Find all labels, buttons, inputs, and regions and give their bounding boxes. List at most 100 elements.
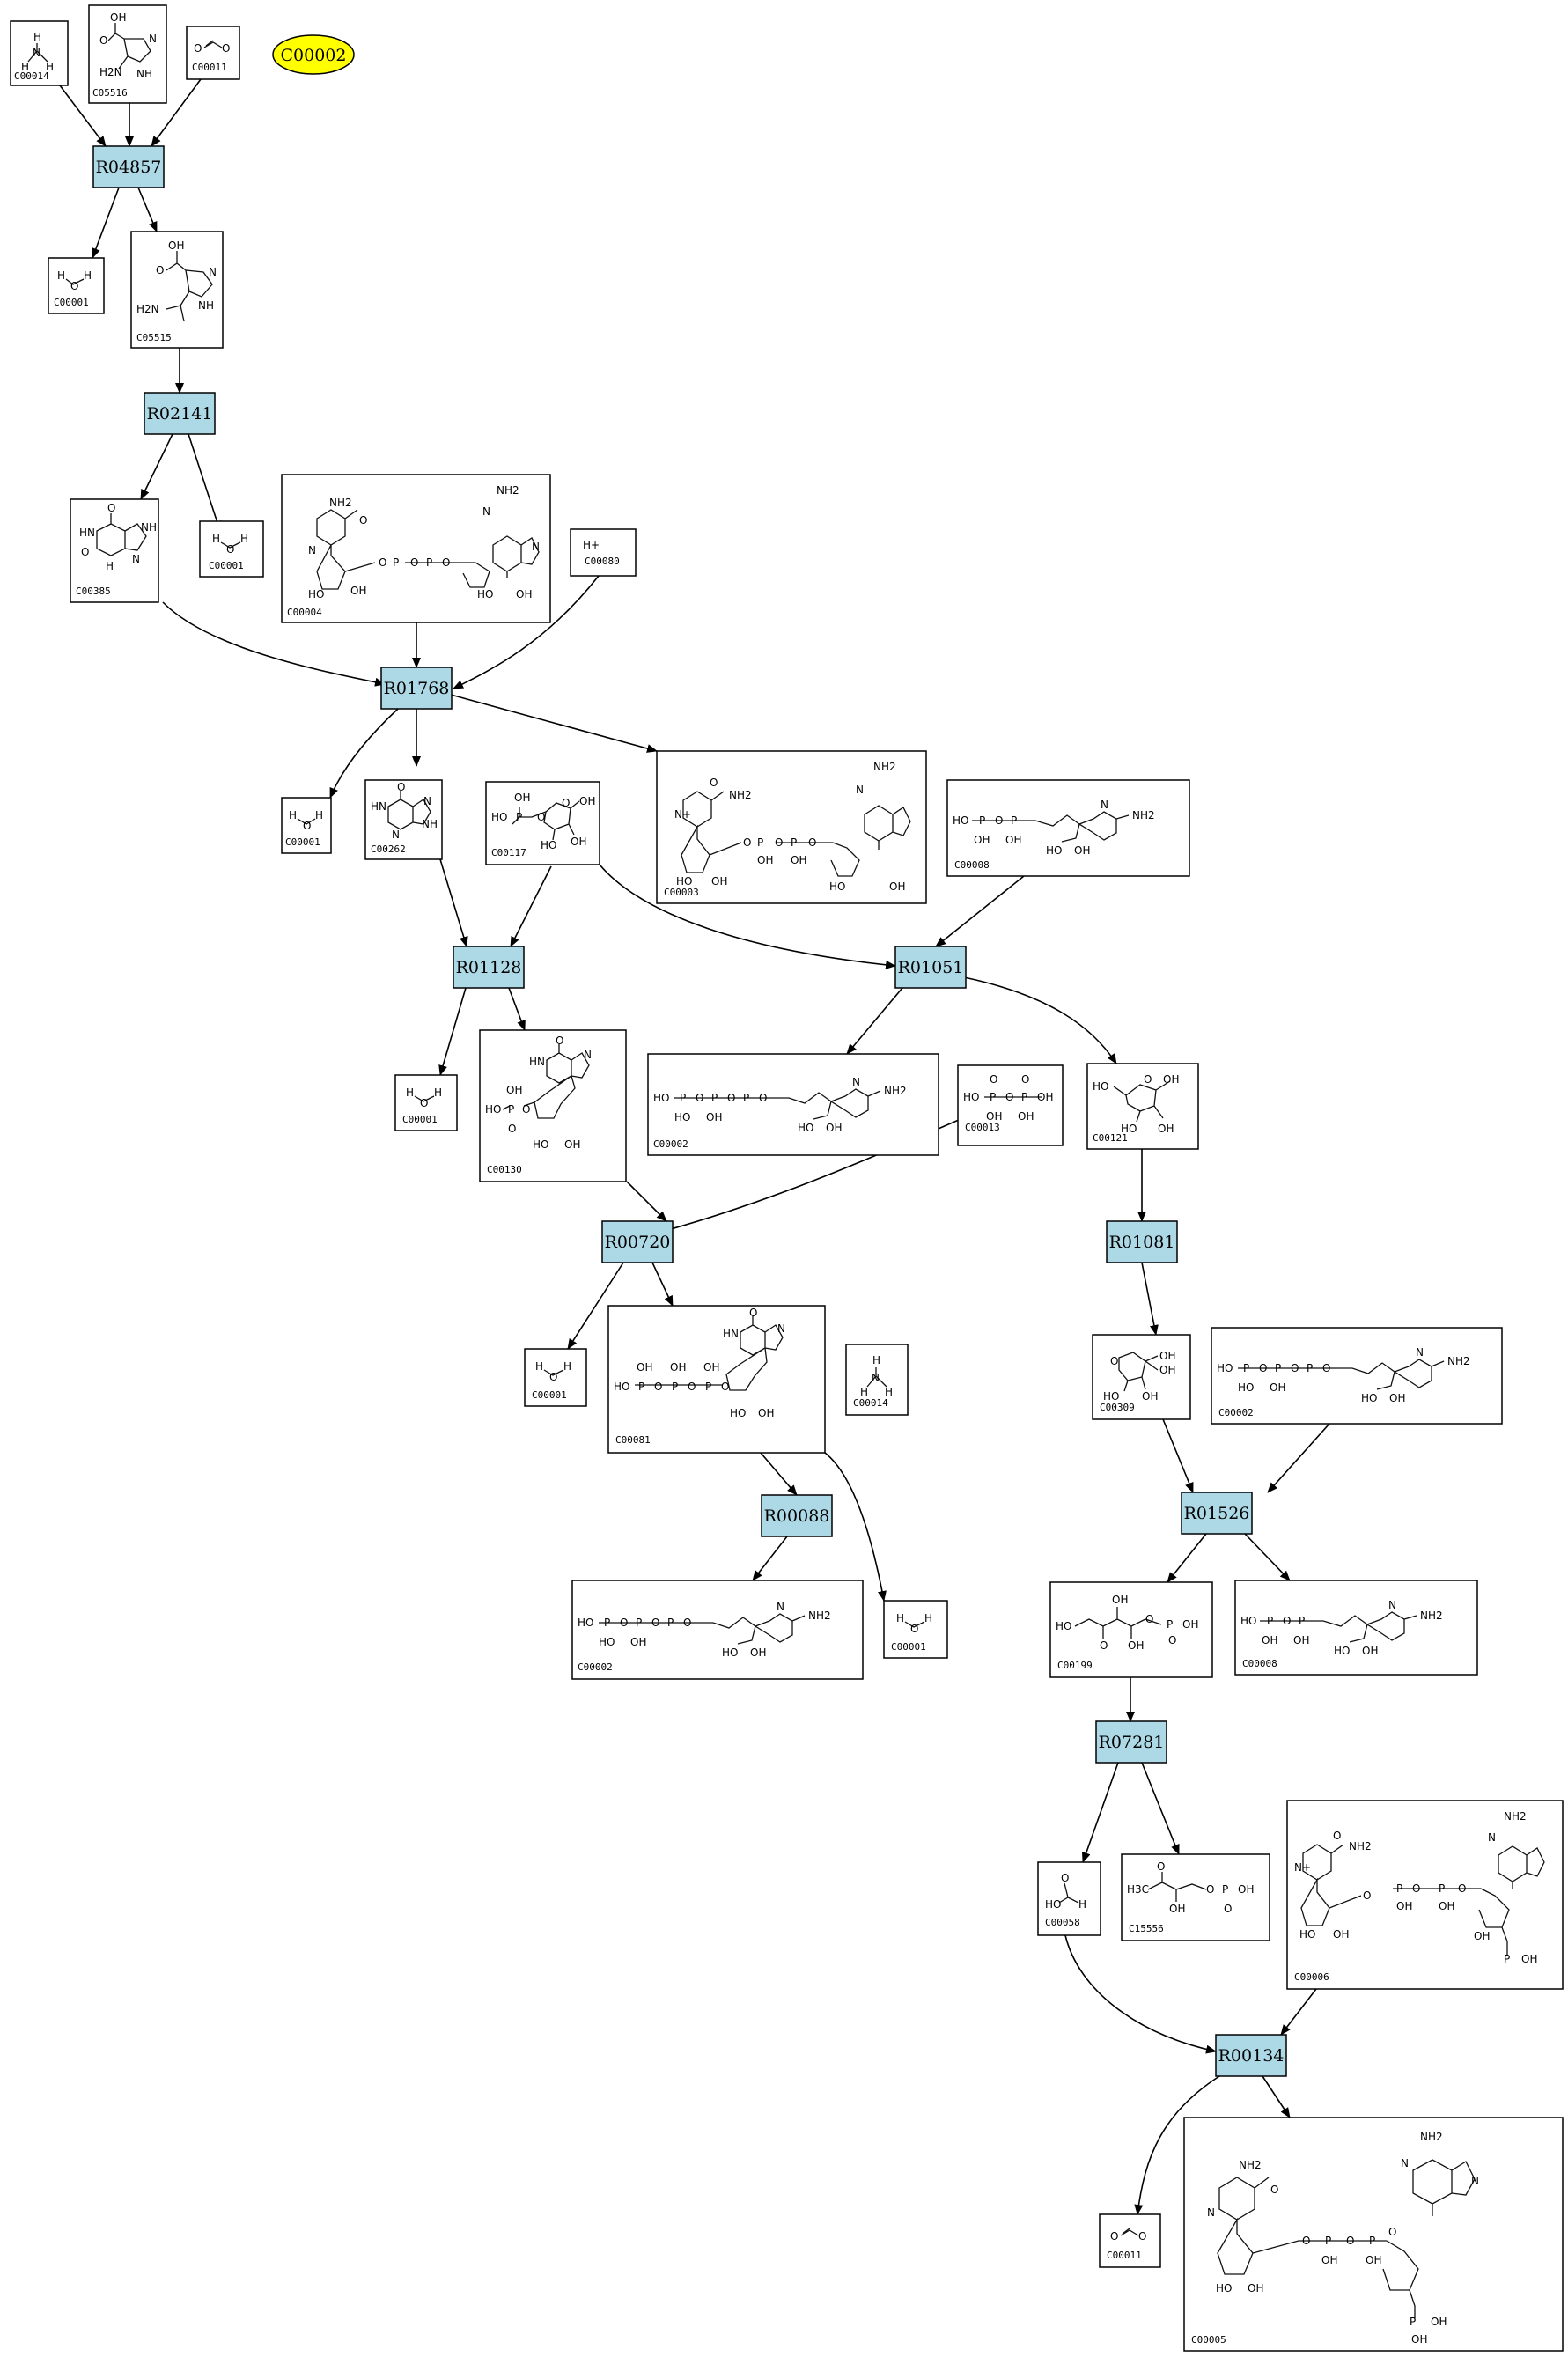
atom-label: OH [110, 11, 126, 24]
atom-label: HO [1103, 1390, 1119, 1403]
molecule-structure: OH O H2N O N NH [136, 239, 217, 322]
reaction-node[interactable]: R01526 [1181, 1492, 1253, 1535]
reaction-arrow [438, 987, 467, 1076]
atom-label: N [33, 47, 40, 59]
compound-node[interactable]: H O H C00001 [281, 797, 332, 854]
compound-node[interactable]: HO P O P O P O NH2 N HO OH HO OH C00002 [647, 1053, 939, 1156]
compound-node[interactable]: H O H C00001 [883, 1600, 948, 1659]
atom-label: OH [1128, 1639, 1144, 1652]
reaction-arrow [188, 433, 222, 532]
query-label: C00002 [281, 46, 347, 65]
atom-label: N [1416, 1346, 1424, 1359]
atom-label: OH [706, 1111, 722, 1123]
compound-node[interactable]: NH2 O N O P O P O NH2 N N HO OH OH OH O … [1183, 2117, 1564, 2352]
compound-node[interactable]: O HO H C00058 [1037, 1861, 1101, 1936]
atom-label: P [1504, 1953, 1510, 1965]
reaction-node[interactable]: R00088 [761, 1494, 833, 1537]
atom-label: O [303, 820, 311, 832]
compound-node[interactable]: HO P O P OH OH NH2 N HO OH C00008 [946, 779, 1190, 877]
atom-label: P [393, 556, 399, 569]
compound-node[interactable]: OH HO P O O OH HO OH C00117 [485, 781, 600, 865]
bond-lines [1113, 1080, 1171, 1123]
atom-label: HO [1093, 1080, 1108, 1093]
molecule-structure: NH2 O N O P O P O NH2 N N HO OH OH OH O … [1207, 2131, 1479, 2346]
reaction-node[interactable]: R01128 [453, 946, 525, 989]
bond-lines [203, 40, 223, 48]
atom-label: OH [1018, 1110, 1034, 1123]
reaction-arrow [453, 575, 600, 689]
compound-node[interactable]: HO P O P OH OH NH2 N HO OH C00008 [1234, 1580, 1478, 1676]
compound-node[interactable]: O H3C O OH P OH O C15556 [1121, 1853, 1270, 1941]
atom-label: OH [630, 1636, 646, 1648]
atom-label: P [705, 1381, 711, 1393]
atom-label: O [70, 280, 78, 292]
compound-node[interactable]: H+ C00080 [570, 528, 637, 577]
atom-label: P [1325, 2235, 1331, 2247]
compound-node[interactable]: H O H C00001 [524, 1348, 587, 1407]
compound-node[interactable]: O HN O NH N H C00385 [70, 498, 159, 603]
compound-node[interactable]: NH2 O N O P O P O NH2 N N HO OH HO OH C0… [281, 474, 551, 623]
atom-label: O [442, 556, 450, 569]
molecule-structure: O C O [194, 40, 230, 55]
compound-node[interactable]: H O H C00001 [394, 1074, 458, 1131]
reaction-node[interactable]: R07281 [1095, 1720, 1167, 1764]
compound-node[interactable]: H N H H C00014 [10, 20, 69, 86]
compound-node[interactable]: H O H C00001 [199, 520, 264, 578]
compound-node[interactable]: H N H H C00014 [845, 1344, 909, 1416]
atom-label: H [924, 1612, 932, 1624]
atom-label: NH2 [808, 1609, 831, 1622]
atom-label: O [1157, 1860, 1165, 1873]
atom-label: H [1078, 1898, 1086, 1911]
atom-label: OH [1182, 1618, 1198, 1631]
compound-node[interactable]: O NH2 N+ O P O P O NH2 N HO OH OH OH OH … [1286, 1800, 1564, 1990]
compound-node[interactable]: O C O C00011 [186, 26, 240, 80]
reaction-node[interactable]: R04857 [92, 145, 165, 188]
compound-id: C00006 [1294, 1971, 1329, 1983]
atom-label: O [1138, 2230, 1146, 2243]
molecule-structure: OH HO O HO OH [1093, 1073, 1179, 1135]
compound-node[interactable]: OH O HO O OH P OH O C00199 [1049, 1581, 1213, 1678]
query-compound[interactable]: C00002 [272, 34, 355, 75]
molecule-structure: O C O [1110, 2228, 1146, 2243]
compound-node[interactable]: O HN N OH OH OH HO P O P O P O HO OH C00… [607, 1305, 826, 1454]
atom-label: O [743, 836, 751, 849]
atom-label: O [81, 546, 89, 558]
atom-label: O [1291, 1362, 1299, 1374]
reaction-node[interactable]: R01768 [380, 667, 453, 710]
atom-label: O [1110, 1355, 1118, 1367]
atom-label: N [308, 544, 316, 556]
compound-node[interactable]: HO P O P O P O NH2 N HO OH HO OH C00002 [1211, 1327, 1503, 1425]
compound-node[interactable]: O O HO P O P OH OH OH C00013 [957, 1064, 1064, 1146]
molecule-structure: O O HO P O P OH OH OH [963, 1073, 1053, 1123]
compound-node[interactable]: OH O H2N O N NH C05515 [130, 231, 224, 349]
reaction-node[interactable]: R01081 [1106, 1220, 1178, 1263]
atom-label: OH [1362, 1645, 1378, 1657]
reaction-arrow [1244, 1533, 1291, 1581]
compound-node[interactable]: H O H C00001 [48, 257, 105, 314]
atom-label: P [1021, 1091, 1027, 1103]
compound-node[interactable]: O HN N NH N C00262 [364, 779, 443, 860]
compound-id: C00001 [209, 560, 244, 571]
compound-node[interactable]: OH O NH H2N N C05516 [88, 4, 167, 104]
atom-label: HO [676, 875, 692, 888]
molecule-structure: H O H [406, 1086, 442, 1109]
compound-node[interactable]: O NH2 N+ O P O P O NH2 N HO OH OH OH HO … [656, 750, 927, 904]
reaction-id: R01051 [898, 958, 964, 977]
molecule-structure: H+ [583, 539, 600, 551]
reaction-arrow [140, 433, 173, 500]
atom-label: O [696, 1092, 703, 1104]
atom-label: OH [1521, 1953, 1537, 1965]
atom-label: N [1101, 799, 1108, 811]
compound-node[interactable]: O C O C00011 [1099, 2213, 1161, 2268]
compound-node[interactable]: HO P O P O P O NH2 N HO OH HO OH C00002 [571, 1580, 864, 1680]
reaction-node[interactable]: R00134 [1215, 2034, 1287, 2077]
compound-node[interactable]: O HN N OH HO P O O HO OH C00130 [479, 1029, 627, 1182]
atom-label: OH [1431, 2316, 1447, 2328]
reaction-node[interactable]: R01051 [894, 946, 967, 989]
atom-label: HO [963, 1091, 979, 1103]
reaction-node[interactable]: R02141 [144, 392, 216, 435]
compound-node[interactable]: OH HO O HO OH C00121 [1086, 1063, 1199, 1150]
atom-label: N [1471, 2175, 1479, 2187]
reaction-node[interactable]: R00720 [601, 1220, 674, 1263]
compound-node[interactable]: OH O OH HO OH C00309 [1092, 1334, 1191, 1420]
